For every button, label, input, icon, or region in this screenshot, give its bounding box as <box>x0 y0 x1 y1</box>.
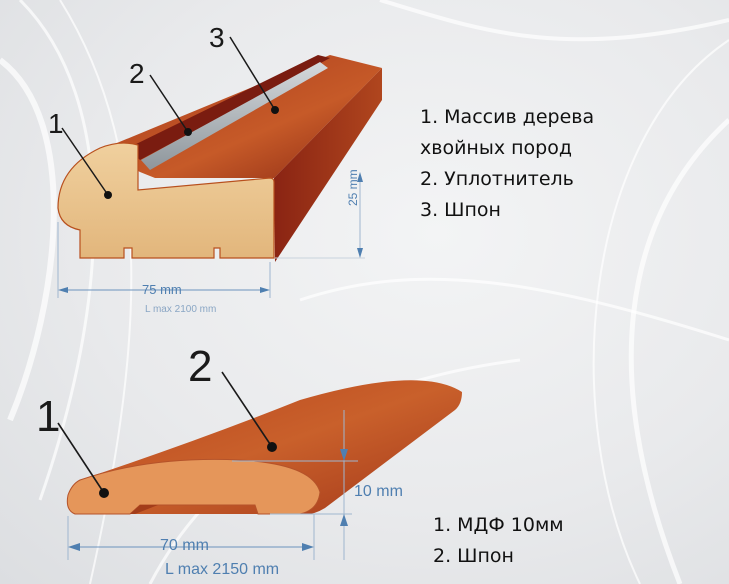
bottom-length-label: L max 2150 mm <box>165 561 280 578</box>
legend-bottom: 1. МДФ 10мм 2. Шпон <box>433 510 564 572</box>
profile-top-drawing <box>57 36 382 298</box>
top-length-label: L max 2100 mm <box>145 304 217 315</box>
callout-bottom-2: 2 <box>188 342 213 391</box>
bottom-width-label: 70 mm <box>160 537 209 554</box>
top-height-label: 25 mm <box>346 169 360 206</box>
top-width-label: 75 mm <box>142 282 182 297</box>
callout-top-1: 1 <box>48 108 64 139</box>
legend-bottom-item-2: 2. Шпон <box>433 545 514 567</box>
callout-top-3: 3 <box>209 22 225 53</box>
callout-top-2: 2 <box>129 58 145 89</box>
profile-bottom-drawing <box>57 371 462 560</box>
legend-top: 1. Массив дерева хвойных пород 2. Уплотн… <box>420 102 594 226</box>
legend-bottom-item-1: 1. МДФ 10мм <box>433 514 564 536</box>
bottom-height-label: 10 mm <box>354 483 403 500</box>
callout-bottom-1: 1 <box>36 392 61 441</box>
legend-top-item-3: 3. Шпон <box>420 199 501 221</box>
legend-top-item-1: 1. Массив дерева <box>420 106 595 128</box>
legend-top-item-1-cont: хвойных пород <box>420 137 572 159</box>
legend-top-item-2: 2. Уплотнитель <box>420 168 574 190</box>
